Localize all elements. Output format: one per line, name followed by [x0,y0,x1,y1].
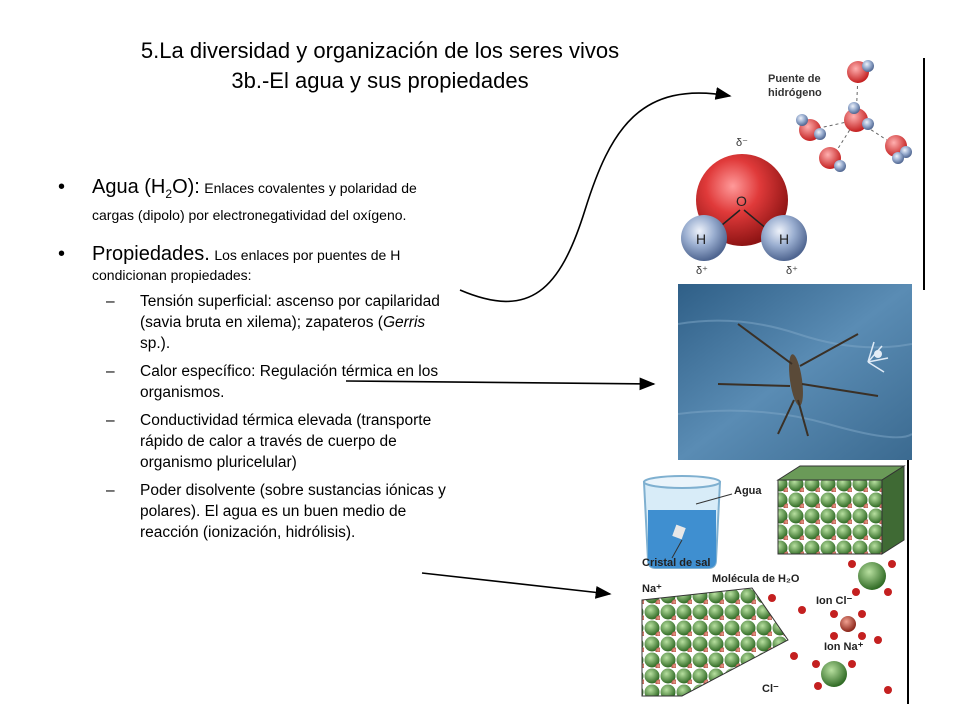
bullet-agua-text: Enlaces covalentes y polaridad de cargas… [92,180,417,223]
delta-minus-label: δ⁻ [736,137,748,149]
bullet-propiedades-head: Propiedades. [92,243,210,265]
label-na-plus: Na⁺ [642,583,662,595]
water-molecule: δ⁻ O H H δ⁺ δ⁺ [681,137,807,277]
water-strider-photo [678,284,912,460]
bullet-dot: • [58,243,66,265]
title-line-1: 5.La diversidad y organización de los se… [140,38,620,63]
oxygen-label: O [736,193,747,209]
label-agua: Agua [734,485,762,497]
hydrated-chloride-ion-2 [812,660,856,690]
hydrogen-label-right: H [779,231,789,247]
properties-list: – Tensión superficial: ascenso por capil… [92,291,458,543]
water-molecule-figure: Puente de hidrógeno δ⁻ O H H δ⁺ δ⁺ [681,58,925,290]
bullet-dot: • [58,176,66,198]
hbond-label-1: Puente de [768,73,821,85]
salt-crystal-cube [776,465,906,555]
water-strider [717,323,879,437]
delta-plus-left: δ⁺ [696,265,708,277]
property-tension-superficial: – Tensión superficial: ascenso por capil… [106,293,440,352]
water-molecules-scatter [768,594,892,694]
title-line-2: 3b.-El agua y sus propiedades [231,68,529,93]
property-poder-disolvente: – Poder disolvente (sobre sustancias ión… [106,482,446,541]
arrow-to-hbond [459,87,732,303]
bullet-list: • Agua (H2O): Enlaces covalentes y polar… [58,176,458,561]
bullet-agua: • Agua (H2O): Enlaces covalentes y polar… [58,176,458,225]
bullet-agua-head: Agua (H2O): [92,176,200,201]
hydrogen-atom-left [681,215,727,261]
delta-plus-right: δ⁺ [786,265,798,277]
bullet-propiedades-text: Los enlaces por puentes de H condicionan… [92,247,401,283]
arrow-to-strider [345,377,656,391]
label-ion-cl: Ion Cl⁻ [816,595,853,607]
hbond-label-2: hidrógeno [768,87,822,99]
arrow-to-salt [421,572,612,599]
slide-title: 5.La diversidad y organización de los se… [40,36,720,96]
label-molecula: Molécula de H₂O [712,573,800,585]
hydrogen-bond-network [796,60,912,172]
hydrogen-label-left: H [696,231,706,247]
hydrated-chloride-ion [848,560,896,596]
water-splash [867,341,889,373]
bullet-propiedades: • Propiedades. Los enlaces por puentes d… [58,243,458,543]
label-cristal: Cristal de sal [642,557,710,569]
property-calor-especifico: – Calor específico: Regulación térmica e… [106,363,439,401]
hydrogen-atom-right [761,215,807,261]
label-ion-na: Ion Na⁺ [824,641,864,653]
beaker-icon [642,475,722,569]
property-conductividad: – Conductividad térmica elevada (transpo… [106,412,432,471]
label-cl: Cl⁻ [762,683,779,695]
hydrated-sodium-ion [830,610,866,640]
ionic-lattice [641,587,789,697]
salt-dissolution-figure: Agua Cristal de sal Molécula de H₂O Na⁺ … [641,460,909,704]
